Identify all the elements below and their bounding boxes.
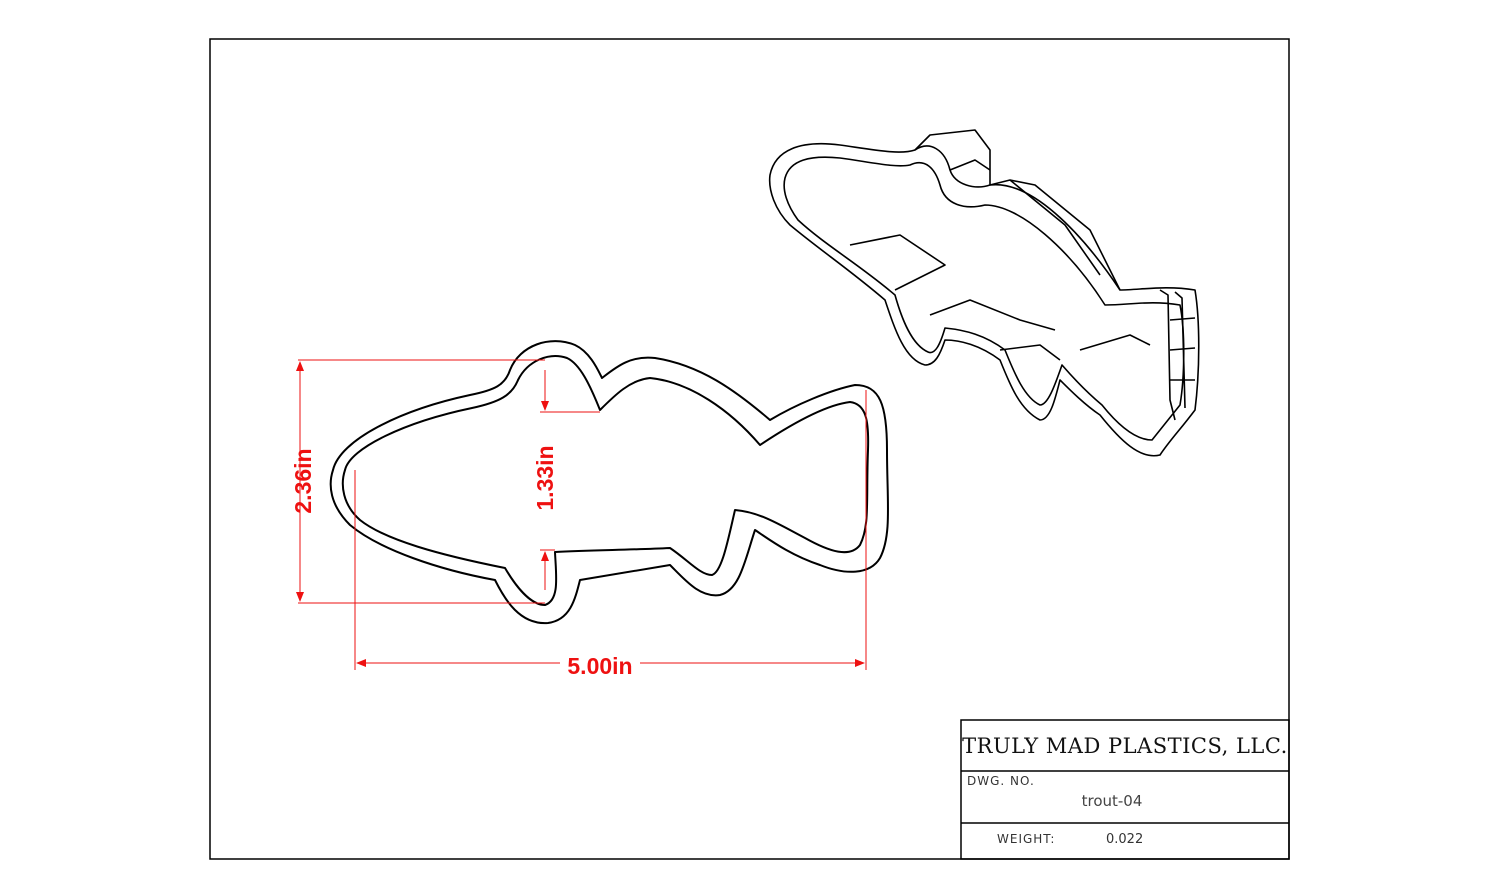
fish-cutter-3d-view <box>768 129 1200 457</box>
height-dimension-label: 2.36in <box>290 448 316 513</box>
weight-value: 0.022 <box>1106 832 1144 847</box>
title-block <box>960 719 1290 860</box>
inner-height-dimension-label: 1.33in <box>532 445 558 510</box>
weight-label: WEIGHT: <box>997 832 1056 846</box>
drawing-number-value: trout-04 <box>1081 792 1143 810</box>
drawing-number-label: DWG. NO. <box>967 774 1035 788</box>
company-name: TRULY MAD PLASTICS, LLC. <box>962 734 1288 758</box>
dimension-lines <box>296 359 867 670</box>
fish-outline-front-view <box>329 340 890 625</box>
width-dimension-label: 5.00in <box>567 653 632 679</box>
sheet-border <box>209 38 1290 860</box>
